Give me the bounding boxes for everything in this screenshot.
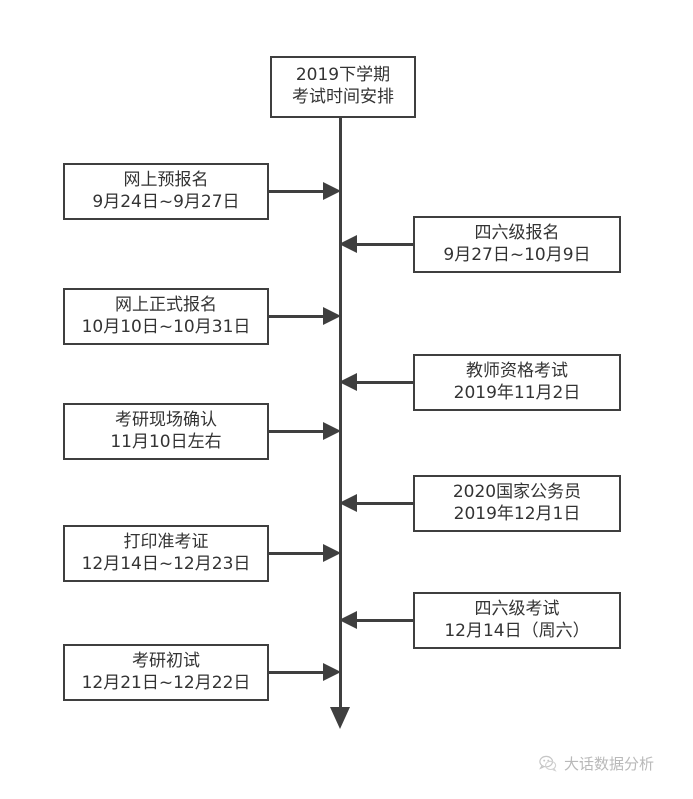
timeline-title-node: 2019下学期 考试时间安排 [270, 56, 416, 118]
connector-right-1 [354, 243, 413, 246]
arrow-left-icon-right-1 [339, 235, 357, 253]
connector-left-3 [269, 430, 327, 433]
arrow-left-icon-right-4 [339, 611, 357, 629]
title-line-1: 2019下学期 [295, 65, 391, 86]
arrow-right-icon-left-5 [323, 663, 341, 681]
left-event-4-date: 12月14日~12月23日 [81, 553, 251, 574]
right-event-node-1: 四六级报名 9月27日~10月9日 [413, 216, 621, 273]
connector-right-4 [354, 619, 413, 622]
connector-left-4 [269, 552, 327, 555]
left-event-5-date: 12月21日~12月22日 [81, 672, 251, 693]
connector-left-2 [269, 315, 327, 318]
arrow-right-icon-left-2 [323, 307, 341, 325]
arrow-right-icon-left-1 [323, 182, 341, 200]
left-event-3-date: 11月10日左右 [110, 431, 222, 452]
right-event-2-label: 教师资格考试 [466, 360, 568, 381]
arrow-left-icon-right-3 [339, 494, 357, 512]
right-event-3-label: 2020国家公务员 [452, 481, 582, 502]
wechat-logo-icon [538, 754, 557, 773]
right-event-3-date: 2019年12月1日 [453, 503, 581, 524]
right-event-1-label: 四六级报名 [474, 222, 560, 243]
timeline-axis-down-arrow-icon [330, 707, 350, 729]
left-event-node-1: 网上预报名 9月24日~9月27日 [63, 163, 269, 220]
watermark-text: 大话数据分析 [564, 755, 655, 773]
left-event-3-label: 考研现场确认 [115, 409, 217, 430]
right-event-4-date: 12月14日（周六） [444, 620, 590, 641]
left-event-5-label: 考研初试 [132, 650, 200, 671]
left-event-node-3: 考研现场确认 11月10日左右 [63, 403, 269, 460]
title-line-2: 考试时间安排 [292, 87, 394, 107]
left-event-node-4: 打印准考证 12月14日~12月23日 [63, 525, 269, 582]
right-event-node-4: 四六级考试 12月14日（周六） [413, 592, 621, 649]
left-event-node-2: 网上正式报名 10月10日~10月31日 [63, 288, 269, 345]
right-event-node-2: 教师资格考试 2019年11月2日 [413, 354, 621, 411]
right-event-node-3: 2020国家公务员 2019年12月1日 [413, 475, 621, 532]
connector-left-5 [269, 671, 327, 674]
left-event-2-date: 10月10日~10月31日 [81, 316, 251, 337]
watermark: 大话数据分析 [538, 753, 654, 774]
left-event-4-label: 打印准考证 [123, 531, 209, 552]
left-event-1-label: 网上预报名 [123, 169, 209, 190]
left-event-2-label: 网上正式报名 [115, 294, 217, 315]
right-event-2-date: 2019年11月2日 [453, 382, 581, 403]
timeline-axis-line [339, 118, 342, 713]
connector-left-1 [269, 190, 327, 193]
left-event-node-5: 考研初试 12月21日~12月22日 [63, 644, 269, 701]
connector-right-2 [354, 381, 413, 384]
right-event-1-date: 9月27日~10月9日 [443, 244, 591, 265]
arrow-right-icon-left-4 [323, 544, 341, 562]
connector-right-3 [354, 502, 413, 505]
arrow-left-icon-right-2 [339, 373, 357, 391]
arrow-right-icon-left-3 [323, 422, 341, 440]
right-event-4-label: 四六级考试 [474, 598, 560, 619]
left-event-1-date: 9月24日~9月27日 [92, 191, 240, 212]
